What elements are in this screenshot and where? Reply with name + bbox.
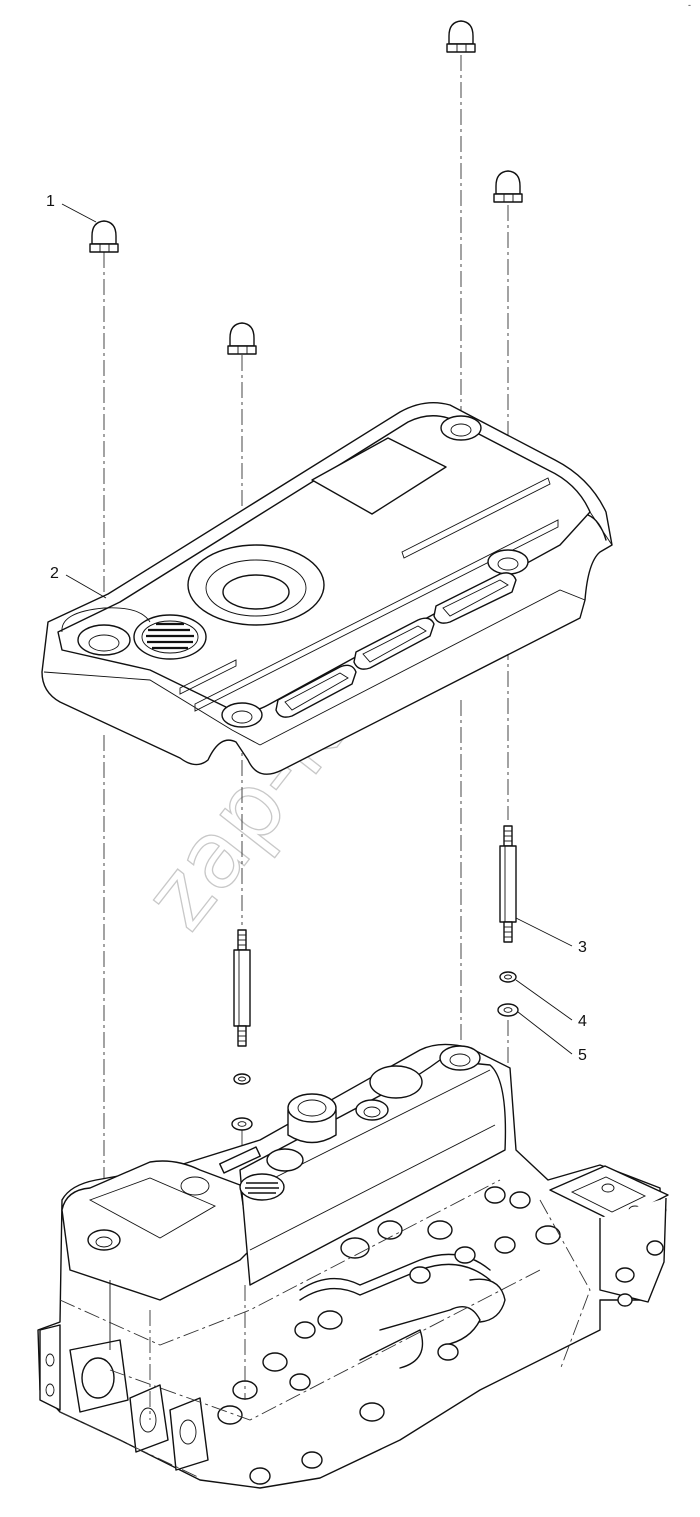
callouts: 1 2 3 4 5	[46, 193, 587, 1064]
cap-nut-3	[446, 20, 476, 53]
head-vent-lines	[245, 1182, 279, 1194]
cap-nut-1	[89, 220, 119, 253]
callout-2: 2	[50, 565, 107, 599]
stud-left	[233, 929, 251, 1047]
cap-nut-4	[493, 170, 523, 203]
flat-washer-right	[497, 1003, 519, 1017]
stud-right	[499, 825, 517, 943]
svg-text:5: 5	[578, 1047, 587, 1064]
washers	[231, 971, 519, 1131]
cap-nuts	[89, 20, 523, 355]
callout-5: 5	[517, 1011, 587, 1064]
svg-text:3: 3	[578, 939, 587, 956]
vent-grille-lines	[146, 622, 194, 650]
corner-mark: -	[688, 0, 691, 10]
flat-washer-left	[231, 1117, 253, 1131]
spring-washer-right	[499, 971, 517, 983]
valve-cover	[41, 402, 613, 775]
callout-1: 1	[46, 193, 97, 223]
studs	[233, 825, 517, 1047]
callout-3: 3	[515, 917, 587, 956]
svg-text:4: 4	[578, 1013, 587, 1030]
callout-4: 4	[515, 979, 587, 1030]
spring-washer-left	[233, 1073, 251, 1085]
svg-text:2: 2	[50, 565, 59, 582]
cap-nut-2	[227, 322, 257, 355]
svg-text:1: 1	[46, 193, 55, 210]
cylinder-head-assembly	[37, 1043, 669, 1489]
